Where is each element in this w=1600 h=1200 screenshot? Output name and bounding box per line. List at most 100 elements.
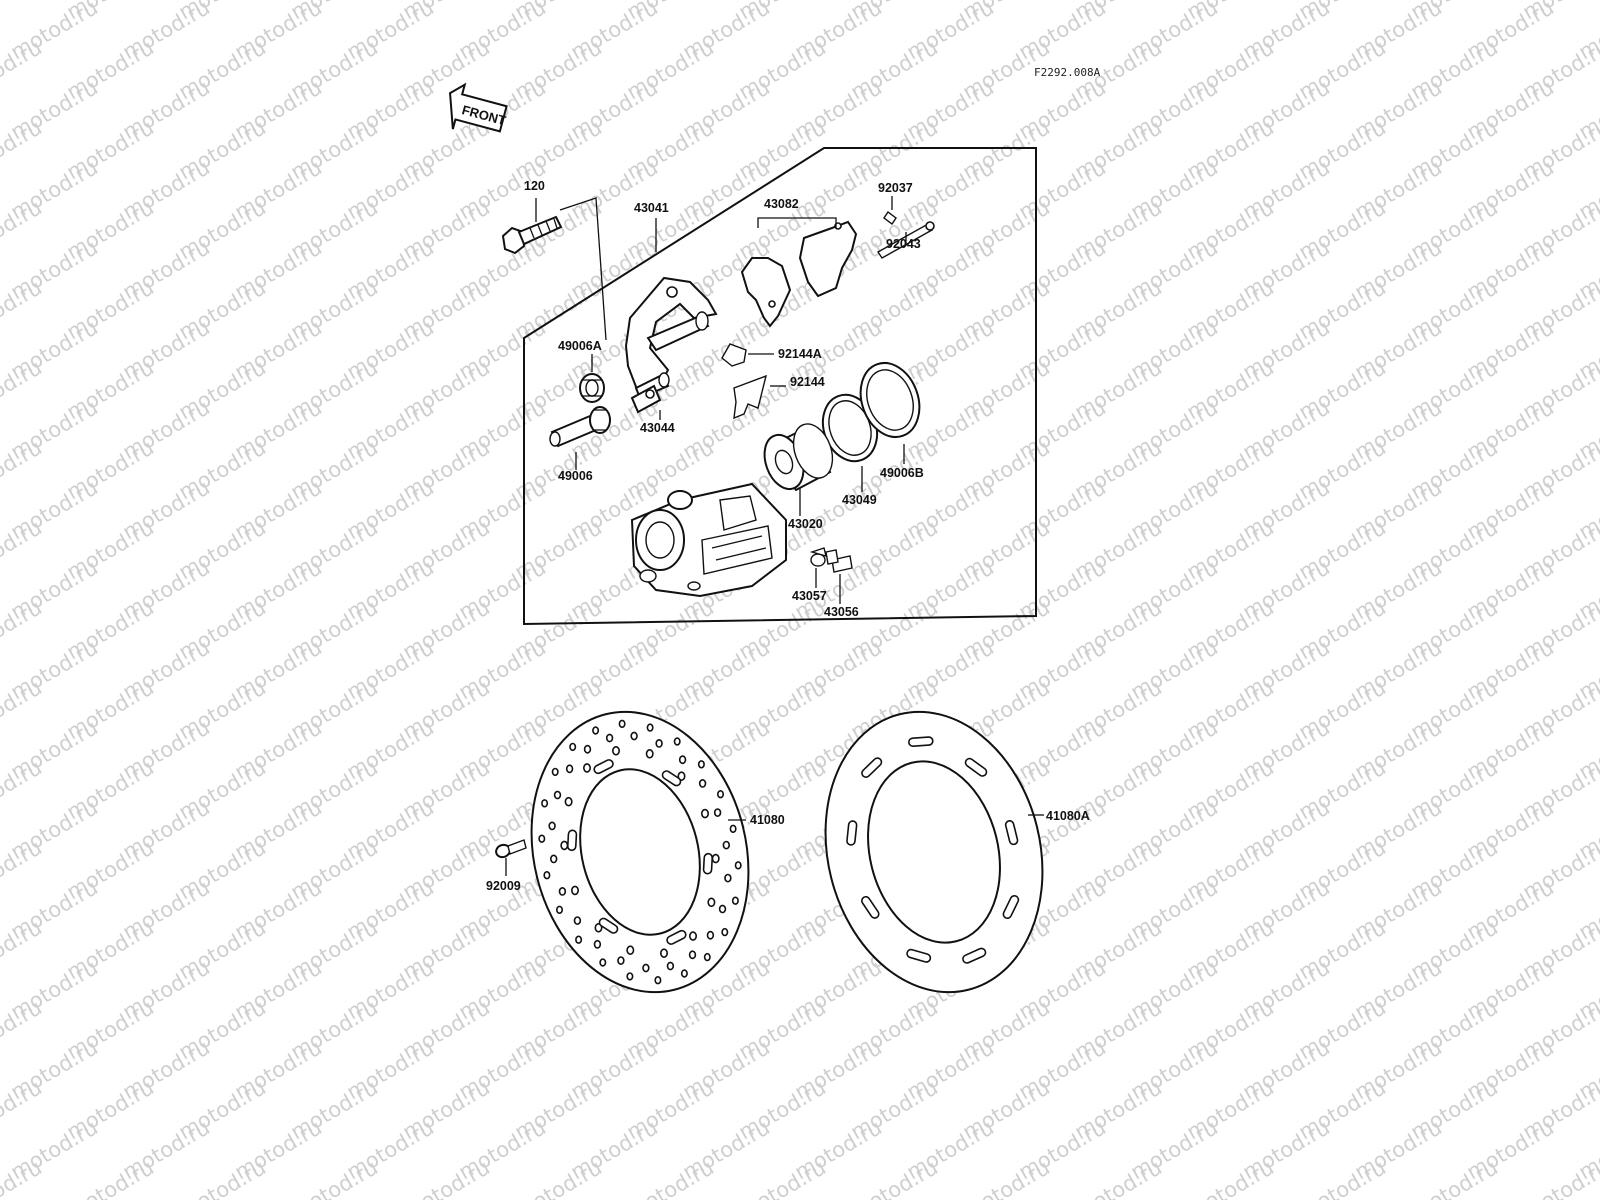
watermark-text: motod.ru	[511, 1155, 606, 1200]
disc-hole	[645, 748, 654, 759]
disc-hole	[611, 745, 620, 756]
disc-hole	[583, 744, 592, 754]
caliper-body	[630, 482, 787, 598]
disc-hole	[575, 935, 583, 944]
disc-hole	[718, 904, 727, 914]
disc-hole	[716, 789, 724, 799]
dust-seal-49006B	[859, 362, 921, 438]
label-43056: 43056	[824, 605, 859, 619]
disc-hole	[698, 779, 707, 788]
boot-49006	[549, 406, 611, 448]
spring-92144A	[721, 343, 747, 367]
disc-hole	[605, 733, 614, 743]
disc-hole	[666, 961, 675, 971]
disc-slot	[593, 759, 614, 775]
disc-hole	[569, 742, 577, 752]
boot-49006A	[579, 373, 605, 403]
disc-hole	[618, 719, 626, 728]
disc-hole	[570, 885, 579, 896]
leader-43082	[757, 217, 837, 228]
watermark-text: motod.ru	[287, 1155, 382, 1200]
disc-hole	[700, 808, 709, 819]
disc-slot	[846, 820, 858, 846]
disc-hole	[582, 763, 591, 773]
label-92037: 92037	[878, 181, 913, 195]
disc-hole	[541, 799, 549, 808]
disc-slot	[861, 757, 883, 778]
disc-hole	[707, 897, 716, 908]
label-49006A: 49006A	[558, 339, 602, 353]
disc-hole	[713, 808, 722, 817]
label-92009: 92009	[486, 879, 521, 893]
disc-hole	[734, 861, 742, 870]
disc-slot	[1004, 820, 1019, 846]
watermark-text: motod.ru	[847, 1155, 942, 1200]
label-41080A: 41080A	[1046, 809, 1090, 823]
disc-hole	[722, 840, 730, 850]
pin-92043	[876, 221, 935, 259]
disc-hole	[697, 760, 705, 769]
disc-hole	[688, 950, 697, 960]
leader-120-bracket	[559, 197, 607, 341]
part-labels: 120 43041 43082 92037 92043 49006A 92144…	[486, 179, 1090, 893]
disc-hole	[573, 916, 582, 925]
disc-hole	[680, 969, 688, 978]
caliper-assembly-frame	[523, 147, 1037, 626]
disc-slot	[861, 895, 880, 919]
watermark-text: motod.ru	[959, 1155, 1054, 1200]
disc-slot	[566, 829, 578, 852]
disc-slot	[1002, 895, 1020, 919]
watermark-text: motod.ru	[399, 1155, 494, 1200]
disc-41080A-holes	[846, 736, 1020, 964]
watermark-text: motod.ru	[1407, 1155, 1502, 1200]
pin-43044	[630, 384, 662, 414]
watermark-text: motod.ru	[1183, 1155, 1278, 1200]
label-43082: 43082	[764, 197, 799, 211]
disc-hole	[711, 853, 720, 864]
disc-hole	[678, 755, 687, 765]
disc-hole	[565, 764, 574, 774]
label-43044: 43044	[640, 421, 675, 435]
cap-43057	[809, 547, 827, 567]
clip-92037	[883, 210, 897, 226]
disc-hole	[617, 956, 625, 965]
label-43020: 43020	[788, 517, 823, 531]
disc-hole	[538, 834, 546, 843]
piston-43020	[763, 423, 834, 492]
disc-slot	[906, 948, 932, 963]
disc-hole	[593, 939, 602, 949]
disc-hole	[553, 790, 562, 800]
disc-hole	[673, 737, 681, 746]
disc-slot	[964, 757, 988, 777]
disc-hole	[724, 873, 732, 883]
front-arrow: FRONT	[449, 82, 508, 133]
brake-pads-43082	[740, 220, 858, 328]
label-92144A: 92144A	[778, 347, 822, 361]
brake-disc-41080A	[824, 710, 1044, 994]
label-92043: 92043	[886, 237, 921, 251]
disc-hole	[655, 739, 663, 748]
disc-hole	[558, 887, 567, 896]
disc-hole	[555, 905, 563, 914]
disc-hole	[548, 821, 556, 831]
brake-disc-41080	[530, 710, 750, 994]
label-92144: 92144	[790, 375, 825, 389]
disc-slot	[962, 947, 987, 964]
disc-hole	[549, 854, 558, 864]
disc-hole	[642, 963, 650, 973]
bleeder-43056	[825, 549, 853, 573]
disc-hole	[688, 931, 697, 941]
disc-hole	[731, 896, 739, 905]
disc-slot	[598, 917, 619, 934]
watermark-text: motod.ru	[175, 1155, 270, 1200]
disc-hole	[646, 723, 654, 732]
disc-hole	[706, 930, 715, 940]
disc-hole	[599, 958, 607, 967]
disc-slot	[661, 770, 682, 787]
reference-code: F2292.008A	[1034, 66, 1101, 79]
watermark-text: motod.ru	[1071, 1155, 1166, 1200]
disc-hole	[654, 975, 662, 985]
watermark-text: motod.ru	[63, 1155, 158, 1200]
label-43057: 43057	[792, 589, 827, 603]
